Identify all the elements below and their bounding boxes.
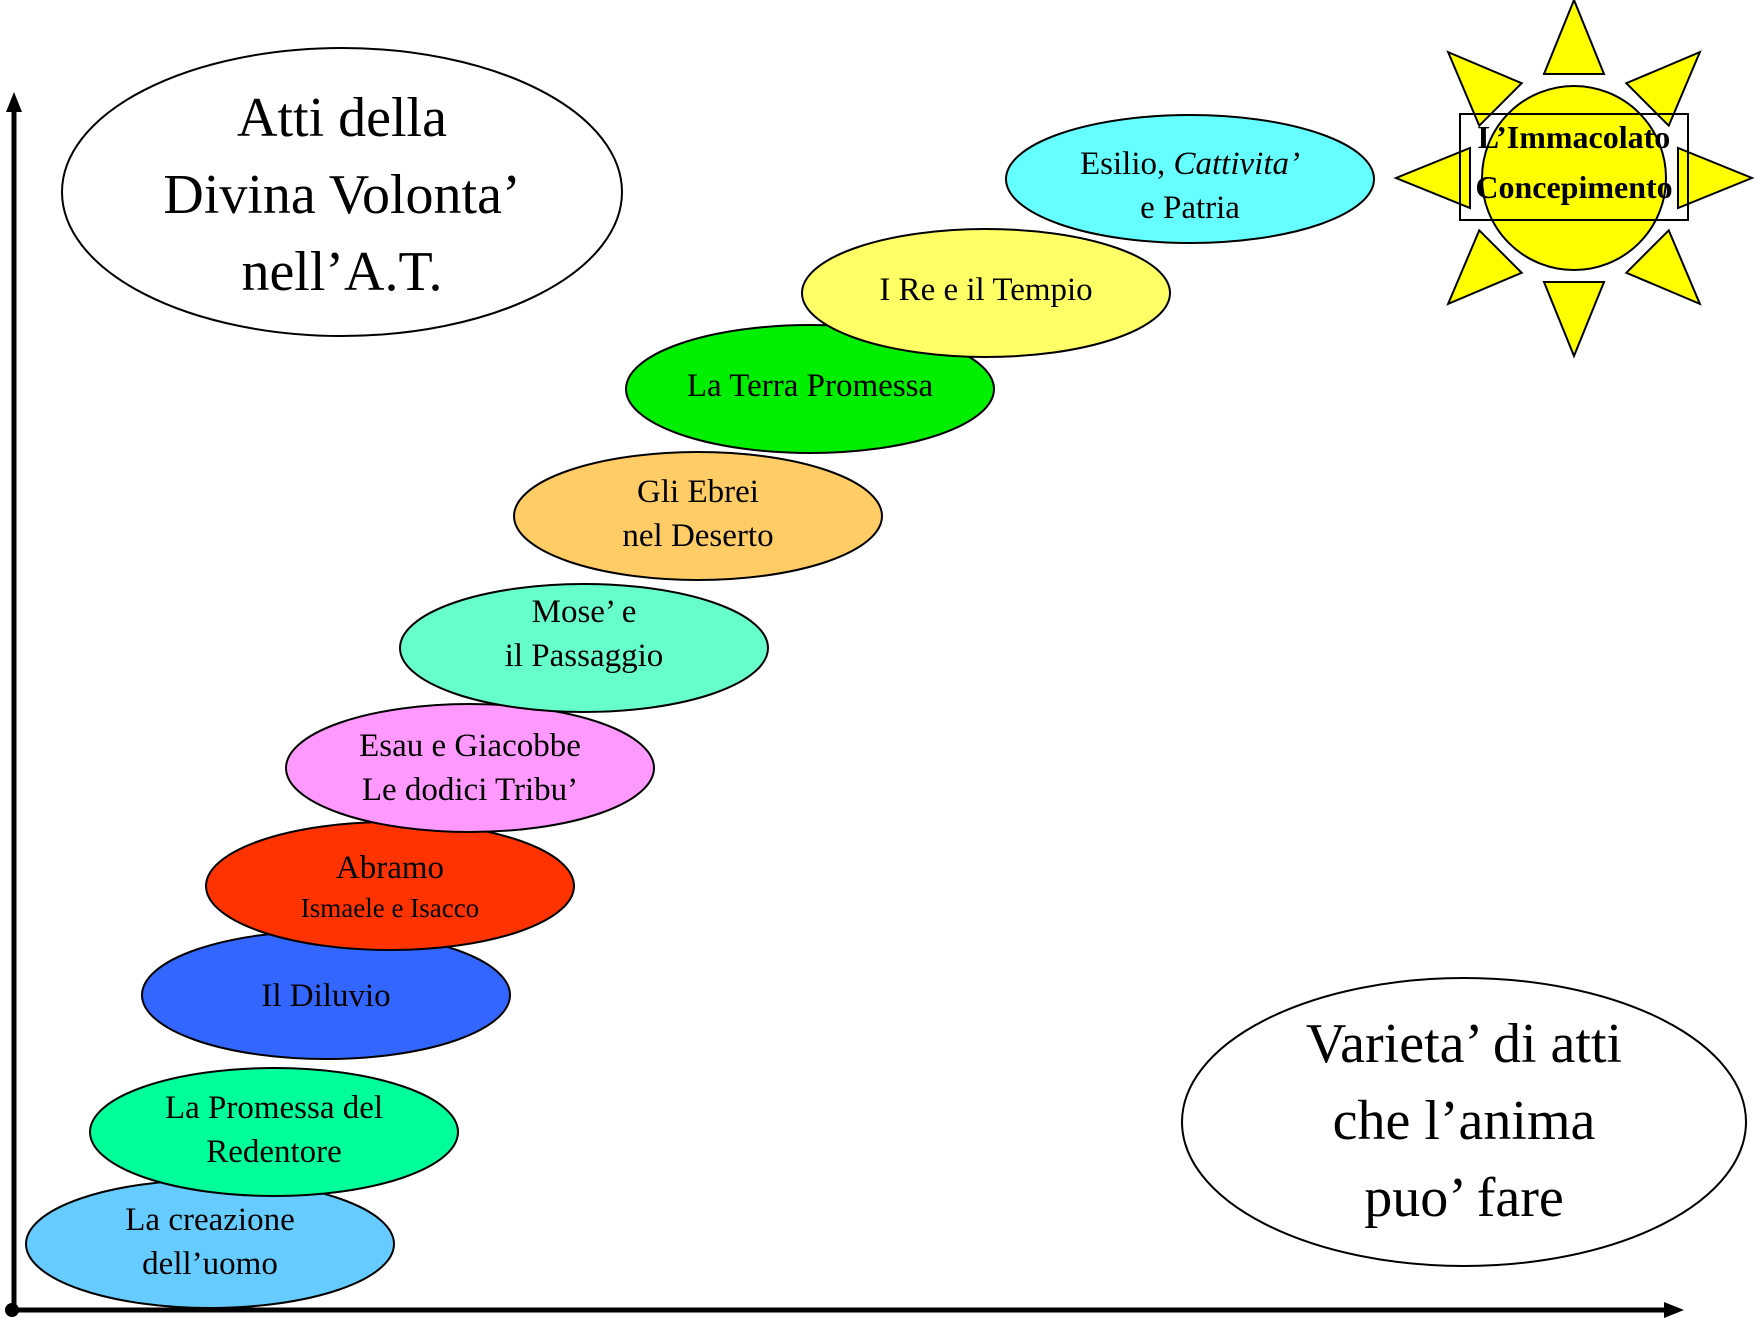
step-esilio-shape [1005,114,1375,244]
sun-core [1481,85,1667,271]
step-re-shape [801,228,1171,358]
sun-ray [1624,228,1702,306]
bottom-line-1: Varieta’ di atti [1305,1013,1623,1075]
sun-ray [1393,146,1471,210]
sun-ray [1446,50,1524,128]
step-label-ebrei: Gli Ebrei nel Deserto [518,470,878,558]
step-label-line: dell’uomo [142,1246,278,1282]
title-bubble-shape [61,47,623,337]
bottom-bubble-shape [1181,977,1747,1267]
step-label-line: Gli Ebrei [637,474,759,510]
step-label-abramo: Abramo Ismaele e Isacco [210,846,570,926]
step-label-line: Mose’ e [531,594,637,630]
step-label-line: Le dodici Tribu’ [361,772,579,808]
sun-icon [1393,0,1755,359]
step-label-line: La creazione [125,1202,295,1238]
sun-ray [1624,50,1702,128]
step-label-line: il Passaggio [504,638,664,674]
step-label-line: e Patria [1140,190,1240,226]
sun-label: L’Immacolato Concepimento [1452,112,1696,212]
sun-ray [1542,0,1606,75]
axes [5,92,1684,1318]
title-line-1: Atti della [237,87,447,149]
step-label-creazione: La creazione dell’uomo [30,1198,390,1286]
step-label-promessa: La Promessa del Redentore [94,1086,454,1174]
step-label-re: I Re e il Tempio [806,268,1166,312]
step-mose-shape [399,583,769,713]
sun-line-2: Concepimento [1475,169,1673,205]
x-axis-arrowhead [1664,1302,1684,1318]
step-label-line: Ismaele e Isacco [300,893,480,923]
axis-origin-dot [5,1303,19,1317]
step-label-diluvio: Il Diluvio [146,974,506,1018]
step-label-line: Redentore [206,1134,342,1170]
sun-line-1: L’Immacolato [1477,119,1671,155]
step-label-italic: Cattivita’ [1173,146,1301,182]
step-label-line: Abramo [335,850,445,886]
step-label-line: Esau e Giacobbe [359,728,581,764]
step-label-line: I Re e il Tempio [879,272,1093,308]
step-promessa-shape [89,1067,459,1197]
y-axis-arrowhead [6,92,22,112]
step-label-terra: La Terra Promessa [630,364,990,408]
step-label-esilio: Esilio, Cattivita’ e Patria [1010,142,1370,230]
bottom-line-2: che l’anima [1332,1090,1596,1152]
step-label-line: La Promessa del [164,1090,384,1126]
step-label-line: nel Deserto [622,518,774,554]
bottom-bubble: Varieta’ di atti che l’anima puo’ fare [1194,1006,1734,1237]
step-terra-shape [625,324,995,454]
step-label-mose: Mose’ e il Passaggio [404,590,764,678]
title-bubble: Atti della Divina Volonta’ nell’A.T. [82,80,602,311]
title-line-3: nell’A.T. [241,241,443,303]
title-line-2: Divina Volonta’ [163,164,521,226]
step-label-line: La Terra Promessa [686,368,934,404]
steps-layer [25,114,1375,1309]
step-label-part: Esilio, [1079,146,1174,182]
sun-ray [1677,146,1755,210]
step-ebrei-shape [513,451,883,581]
sun-rays [1393,0,1755,359]
sun-ray [1542,281,1606,359]
step-label-line: Esilio, Cattivita’ [1010,142,1370,186]
bottom-line-3: puo’ fare [1364,1167,1564,1229]
step-esau-shape [285,703,655,833]
sun-label-frame [1459,113,1689,221]
step-label-esau: Esau e Giacobbe Le dodici Tribu’ [290,724,650,812]
step-label-line: Il Diluvio [261,978,391,1014]
sun-ray [1446,228,1524,306]
